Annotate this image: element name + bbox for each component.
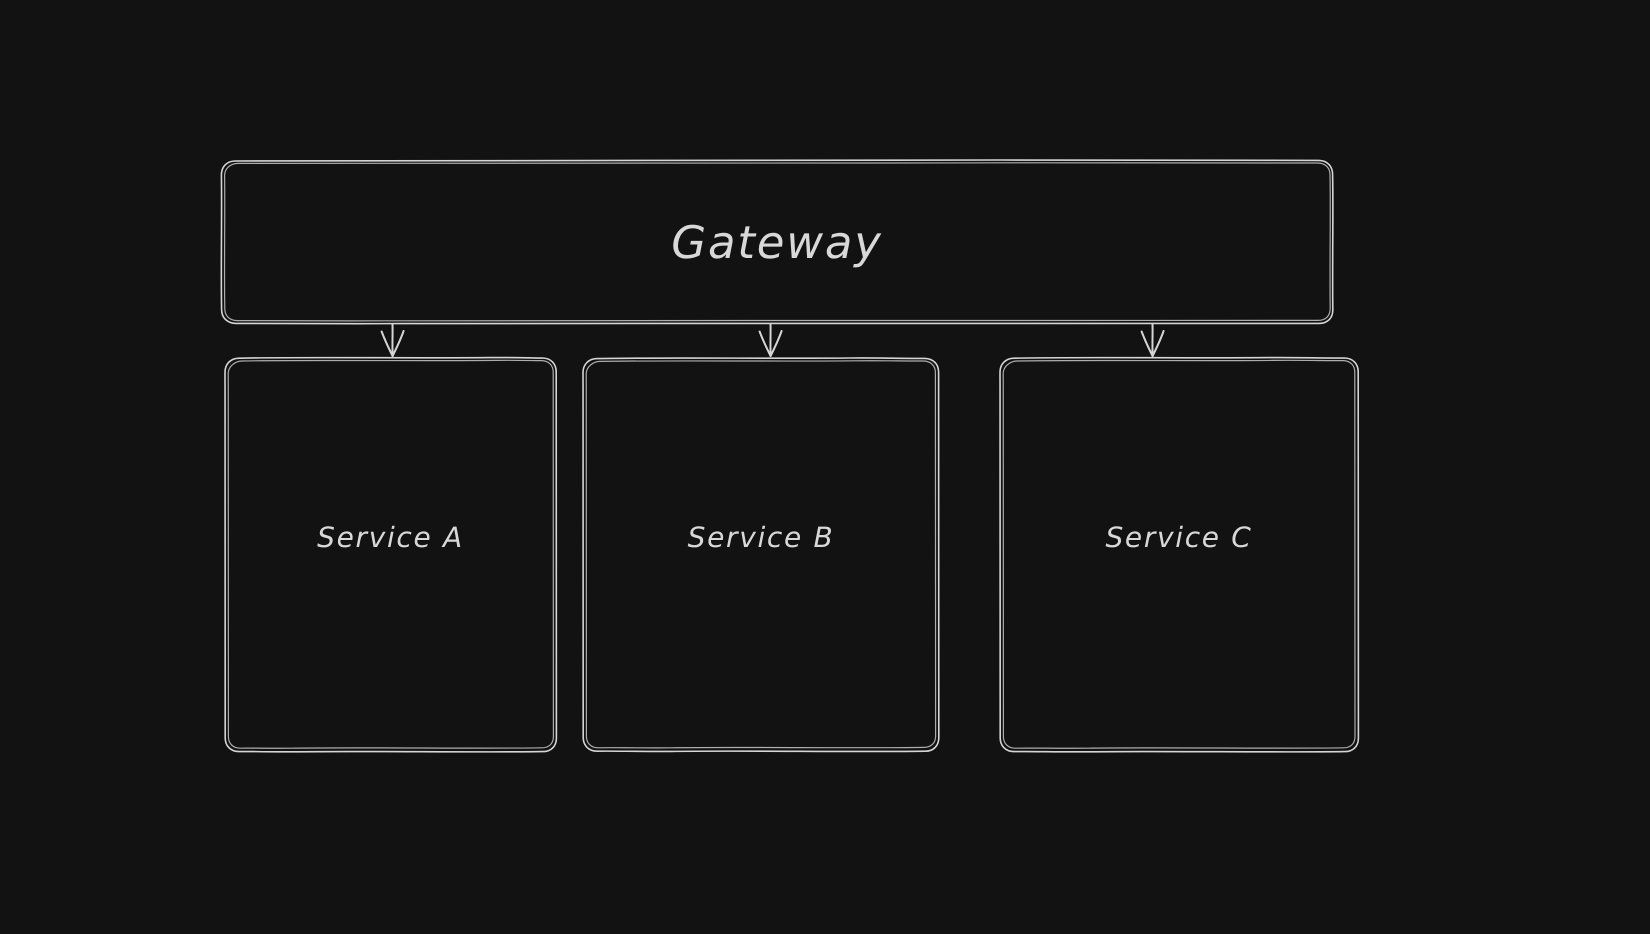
node-gateway-label: Gateway — [671, 215, 883, 269]
node-service-a[interactable]: Service A — [225, 357, 556, 752]
edge-gateway-service-a — [380, 323, 405, 357]
node-gateway[interactable]: Gateway — [221, 160, 1333, 324]
node-service-b[interactable]: Service B — [583, 357, 939, 752]
node-service-c-label: Service C — [1105, 521, 1253, 554]
node-service-a-label: Service A — [317, 521, 464, 554]
node-service-c[interactable]: Service C — [1000, 357, 1358, 752]
node-service-b-label: Service B — [687, 521, 835, 554]
edge-gateway-service-b — [758, 323, 783, 357]
edge-gateway-service-c — [1140, 323, 1165, 357]
